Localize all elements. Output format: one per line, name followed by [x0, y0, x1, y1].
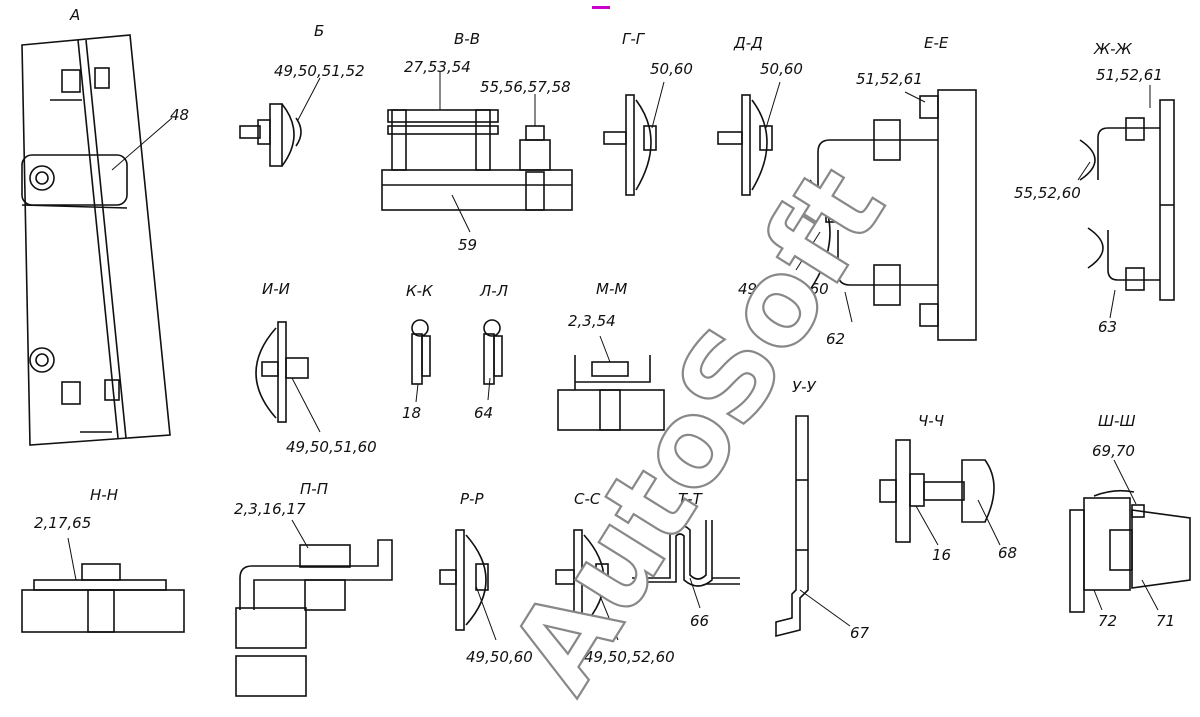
view-b [239, 77, 321, 167]
label-vv: В-В [454, 30, 480, 48]
view-tt [632, 520, 740, 609]
label-a: А [69, 6, 80, 24]
view-pp [235, 519, 393, 697]
callout-59: 59 [458, 236, 477, 254]
view-vv [381, 72, 573, 233]
callout-labels: 48 49,50,51,52 27,53,54 55,56,57,58 59 5… [34, 58, 1175, 666]
callout-e1: 51,52,61 [856, 70, 923, 88]
view-uu [775, 415, 851, 638]
callout-v1: 27,53,54 [404, 58, 471, 76]
callout-zh1: 51,52,61 [1096, 66, 1163, 84]
view-rr [439, 529, 497, 641]
callout-p: 2,3,16,17 [234, 500, 306, 518]
label-zhzh: Ж-Ж [1093, 40, 1133, 58]
callout-sh: 69,70 [1092, 442, 1135, 460]
label-gg: Г-Г [622, 30, 646, 48]
view-chch [879, 439, 1001, 546]
callout-63: 63 [1098, 318, 1117, 336]
label-rr: Р-Р [460, 490, 484, 508]
callout-66: 66 [690, 612, 709, 630]
view-a [21, 34, 173, 446]
callout-d: 50,60 [760, 60, 803, 78]
callout-48: 48 [170, 106, 189, 124]
view-nn [21, 537, 185, 633]
callout-g: 50,60 [650, 60, 693, 78]
view-ii [255, 321, 321, 433]
view-dd [717, 81, 781, 196]
callout-n: 2,17,65 [34, 514, 91, 532]
callout-67: 67 [850, 624, 870, 642]
callout-16: 16 [932, 546, 951, 564]
view-ee [795, 89, 977, 341]
callout-s: 49,50,52,60 [584, 648, 675, 666]
view-ll [483, 319, 503, 401]
label-chch: Ч-Ч [918, 412, 944, 430]
callout-i: 49,50,51,60 [286, 438, 377, 456]
view-shsh [1069, 459, 1191, 613]
label-nn: Н-Н [90, 486, 118, 504]
callout-62: 62 [826, 330, 845, 348]
callout-18: 18 [402, 404, 421, 422]
label-pp: П-П [300, 480, 328, 498]
callout-64: 64 [474, 404, 493, 422]
callout-68: 68 [998, 544, 1017, 562]
view-kk [411, 319, 431, 403]
section-labels: А Б В-В Г-Г Д-Д Е-Е Ж-Ж И-И К-К Л-Л М-М … [69, 6, 1136, 508]
label-ii: И-И [262, 280, 290, 298]
callout-71: 71 [1156, 612, 1175, 630]
label-tt: Т-Т [678, 490, 704, 508]
label-uu: У-У [792, 378, 817, 396]
label-dd: Д-Д [733, 34, 763, 52]
view-ss [555, 529, 619, 641]
label-ll: Л-Л [479, 282, 508, 300]
view-zhzh [1077, 85, 1175, 319]
callout-e2: 49,50,52,60 [738, 280, 829, 298]
callout-r: 49,50,60 [466, 648, 533, 666]
label-mm: М-М [596, 280, 627, 298]
label-shsh: Ш-Ш [1098, 412, 1136, 430]
top-mark [592, 6, 610, 9]
label-kk: К-К [406, 282, 434, 300]
callout-b: 49,50,51,52 [274, 62, 365, 80]
view-gg [603, 81, 665, 196]
label-ee: Е-Е [924, 34, 949, 52]
callout-zh2: 55,52,60 [1014, 184, 1081, 202]
view-mm [557, 335, 665, 431]
callout-72: 72 [1098, 612, 1117, 630]
label-b: Б [314, 22, 324, 40]
callout-v2: 55,56,57,58 [480, 78, 571, 96]
label-ss: С-С [574, 490, 601, 508]
callout-m: 2,3,54 [568, 312, 616, 330]
